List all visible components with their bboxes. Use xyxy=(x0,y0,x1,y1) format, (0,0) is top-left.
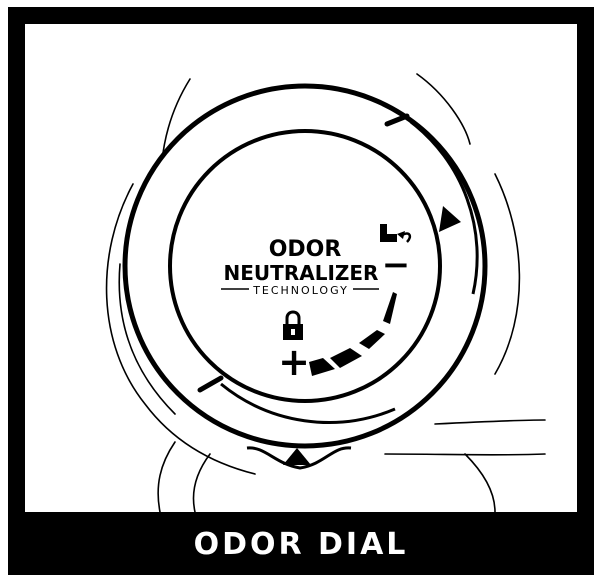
bottom-notch xyxy=(246,446,352,470)
housing-line xyxy=(384,453,546,456)
arrow-up-icon xyxy=(283,448,311,465)
housing-line xyxy=(464,453,496,512)
odor-dial-illustration: ODOR NEUTRALIZER TECHNOLOGY − xyxy=(105,73,546,512)
dial-title-line3: TECHNOLOGY xyxy=(252,284,349,297)
housing-line xyxy=(118,263,176,415)
ring-grip-right[interactable] xyxy=(410,120,479,295)
strength-wedge xyxy=(309,292,397,376)
arrow-right-icon xyxy=(439,206,461,232)
illustration-area: ODOR NEUTRALIZER TECHNOLOGY − xyxy=(25,24,577,512)
image-frame: ODOR NEUTRALIZER TECHNOLOGY − xyxy=(8,7,594,575)
dial-title-line2: NEUTRALIZER xyxy=(224,261,379,285)
dial-title-line1: ODOR xyxy=(269,237,342,262)
caption: ODOR DIAL xyxy=(193,527,409,562)
ring-divider xyxy=(197,375,224,393)
housing-line xyxy=(494,173,521,375)
housing-line xyxy=(157,441,176,512)
housing-line xyxy=(105,183,256,475)
lock-icon xyxy=(283,310,303,340)
housing-line xyxy=(416,73,471,145)
housing-line xyxy=(434,419,546,425)
housing-line xyxy=(192,453,211,512)
plus-symbol: + xyxy=(278,340,310,384)
boot-icon xyxy=(380,224,412,243)
ring-grip-left[interactable] xyxy=(220,382,396,424)
minus-symbol: − xyxy=(382,245,411,285)
ring-divider xyxy=(384,113,410,127)
